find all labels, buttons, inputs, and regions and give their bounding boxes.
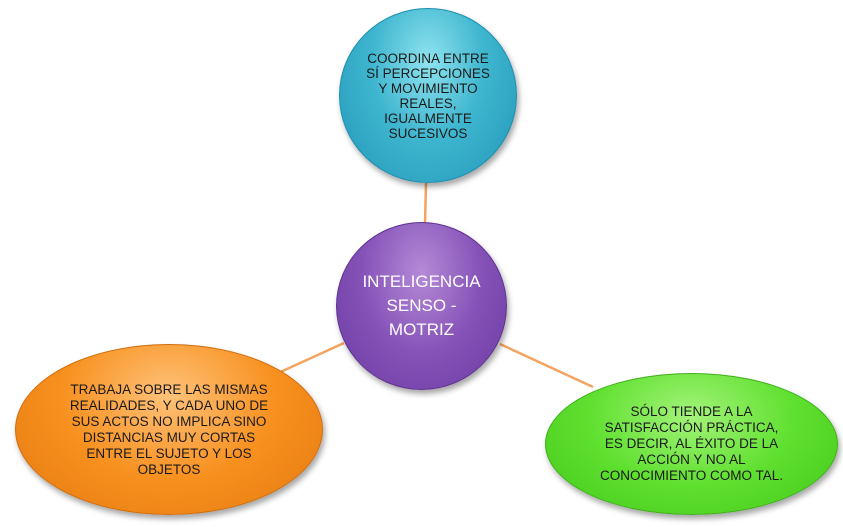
node-left-realities: TRABAJA SOBRE LAS MISMAS REALIDADES, Y C… <box>15 344 323 515</box>
node-top-text: COORDINA ENTRE SÍ PERCEPCIONES Y MOVIMIE… <box>366 50 490 141</box>
node-top-coordination: COORDINA ENTRE SÍ PERCEPCIONES Y MOVIMIE… <box>339 8 517 183</box>
node-left-text: TRABAJA SOBRE LAS MISMAS REALIDADES, Y C… <box>69 381 269 477</box>
node-center-intelligence: INTELIGENCIA SENSO - MOTRIZ <box>336 222 507 390</box>
connector-center-right <box>499 342 594 389</box>
node-center-text: INTELIGENCIA SENSO - MOTRIZ <box>362 272 481 339</box>
node-right-satisfaction: SÓLO TIENDE A LA SATISFACCIÓN PRÁCTICA, … <box>545 373 838 515</box>
node-right-text: SÓLO TIENDE A LA SATISFACCIÓN PRÁCTICA, … <box>599 404 783 483</box>
connector-center-top <box>423 182 428 225</box>
connector-center-left <box>275 341 345 376</box>
